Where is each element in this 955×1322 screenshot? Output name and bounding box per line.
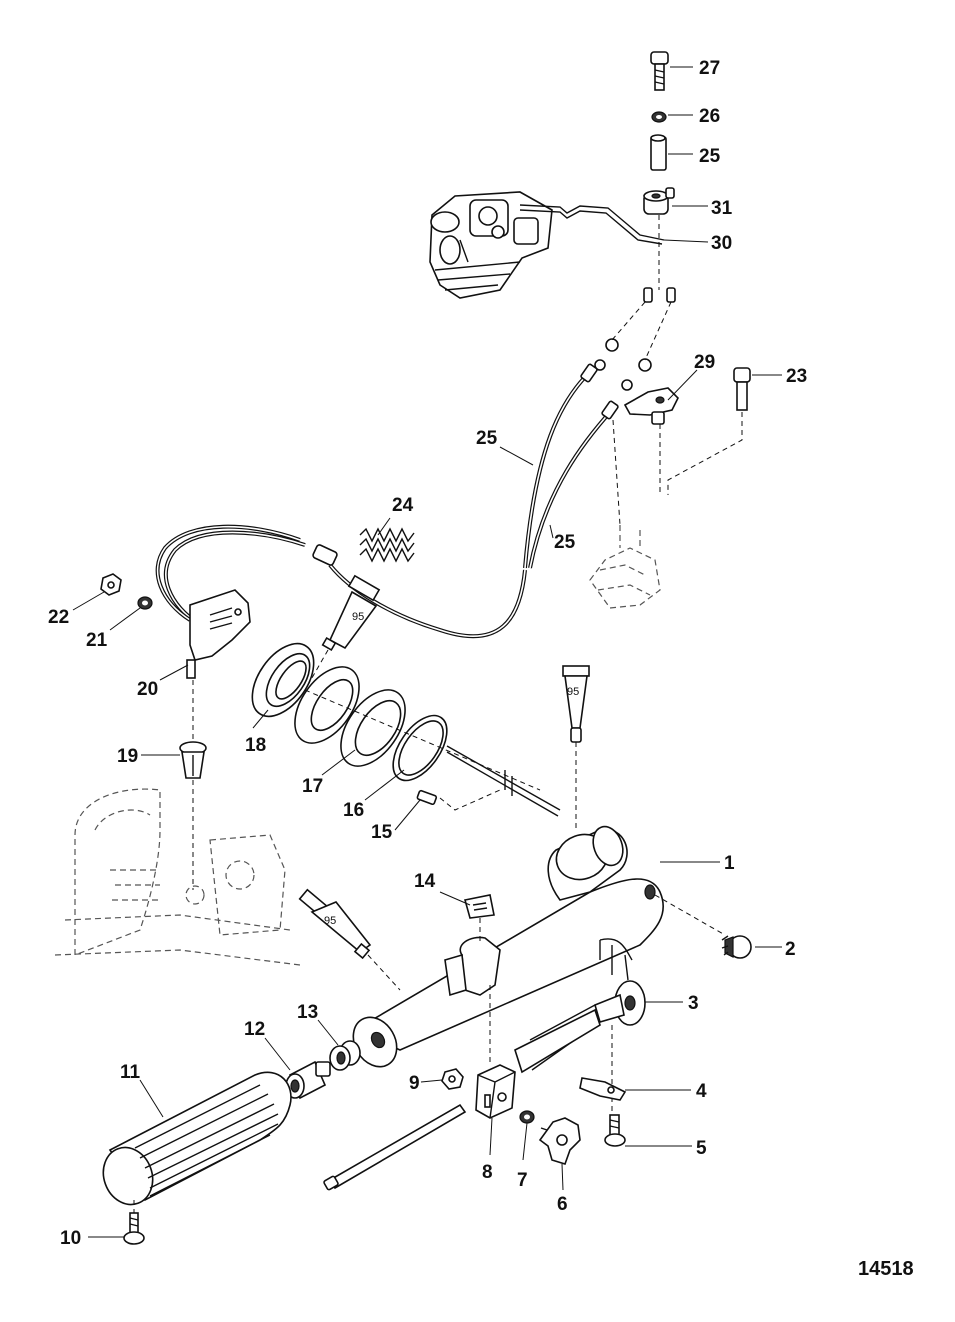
callout-12: 12 bbox=[244, 1019, 265, 1040]
callout-7: 7 bbox=[517, 1170, 528, 1191]
callout-13: 13 bbox=[297, 1002, 318, 1023]
callout-5: 5 bbox=[696, 1138, 707, 1159]
bearing-part-17a bbox=[294, 666, 360, 744]
bushing-part-13 bbox=[329, 1040, 361, 1071]
lubricant-tube-95-mid bbox=[298, 888, 372, 960]
callout-19: 19 bbox=[117, 746, 138, 767]
tube-label-top: 95 bbox=[352, 611, 364, 623]
set-screw-part-15 bbox=[416, 789, 438, 806]
callout-23: 23 bbox=[786, 366, 807, 387]
callout-31: 31 bbox=[711, 198, 733, 219]
callout-1: 1 bbox=[724, 853, 735, 874]
callout-9: 9 bbox=[409, 1073, 420, 1094]
plate-part-4 bbox=[579, 1077, 627, 1101]
callout-26: 25 bbox=[699, 146, 721, 167]
bushing-part-26 bbox=[650, 134, 667, 171]
screw-part-28 bbox=[650, 51, 669, 91]
callout-11: 11 bbox=[120, 1062, 141, 1083]
clip-part-14 bbox=[463, 894, 495, 919]
callout-8: 8 bbox=[482, 1162, 493, 1183]
tube-label-mid: 95 bbox=[324, 915, 336, 927]
block-part-8 bbox=[475, 1064, 516, 1119]
callout-27: 26 bbox=[699, 106, 720, 127]
throttle-cam-part-29 bbox=[623, 387, 679, 425]
tiller-arm-part-1 bbox=[352, 825, 665, 1068]
cable-ferrule bbox=[312, 544, 338, 566]
ghost-engine-block bbox=[54, 788, 301, 966]
throttle-rod-part-30 bbox=[519, 204, 665, 241]
callout-28: 27 bbox=[699, 58, 720, 79]
nut-part-22 bbox=[100, 573, 122, 596]
callout-30: 30 bbox=[711, 233, 732, 254]
tube-label-right: 95 bbox=[567, 686, 579, 698]
bolt-part-23 bbox=[733, 367, 751, 411]
bracket-plate-part-20 bbox=[186, 589, 251, 679]
callout-22: 22 bbox=[48, 607, 69, 628]
callout-25a: 25 bbox=[476, 428, 498, 449]
callout-15: 15 bbox=[371, 822, 393, 843]
callout-3: 3 bbox=[688, 993, 699, 1014]
callout-2: 2 bbox=[785, 939, 796, 960]
callout-18: 18 bbox=[245, 735, 266, 756]
cap-part-2 bbox=[721, 935, 752, 959]
figure-number: 14518 bbox=[858, 1258, 914, 1280]
callout-21: 21 bbox=[86, 630, 108, 651]
collar-part-12 bbox=[285, 1060, 331, 1100]
screw-part-5 bbox=[604, 1114, 626, 1147]
callout-labels: 27 26 25 31 30 29 23 25 25 24 22 21 20 1… bbox=[48, 58, 807, 1249]
callout-4: 4 bbox=[696, 1081, 707, 1102]
push-pin-part-19 bbox=[179, 741, 207, 779]
washer-part-21 bbox=[137, 596, 153, 610]
lubricant-tube-95-top bbox=[321, 574, 381, 652]
callout-29: 29 bbox=[694, 352, 715, 373]
ring-part-16 bbox=[392, 714, 448, 782]
ghost-mount-bracket bbox=[589, 525, 661, 609]
callout-14: 14 bbox=[414, 871, 436, 892]
friction-assembly-part-3 bbox=[514, 938, 646, 1074]
callout-24: 24 bbox=[392, 495, 414, 516]
carburetor-illustration bbox=[429, 191, 553, 299]
cable-end-fittings bbox=[594, 287, 676, 391]
callout-16: 16 bbox=[343, 800, 364, 821]
callout-25b: 25 bbox=[554, 532, 576, 553]
handle-grip-part-11 bbox=[102, 1071, 292, 1206]
link-part-31 bbox=[643, 187, 675, 215]
callout-17: 17 bbox=[302, 776, 323, 797]
spring-part-24 bbox=[359, 527, 415, 563]
callout-10: 10 bbox=[60, 1228, 81, 1249]
screw-part-10 bbox=[123, 1212, 145, 1245]
callout-leaders bbox=[72, 66, 782, 1238]
bearing-part-17 bbox=[340, 689, 406, 767]
callout-6: 6 bbox=[557, 1194, 568, 1215]
seal-part-18 bbox=[251, 642, 315, 718]
star-knob-part-6 bbox=[538, 1117, 581, 1165]
throttle-shaft-rod bbox=[446, 745, 561, 811]
callout-20: 20 bbox=[137, 679, 158, 700]
lubricant-tube-95-right bbox=[562, 665, 590, 743]
shift-rod bbox=[323, 1103, 467, 1191]
